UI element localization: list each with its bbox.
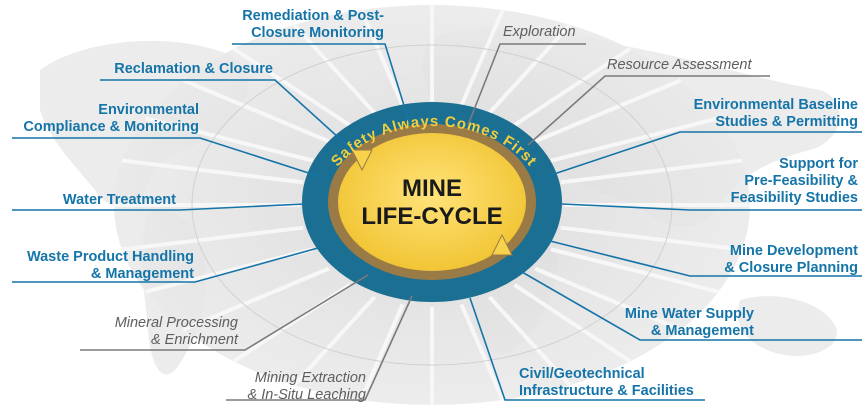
label-water-treatment: Water Treatment [62, 192, 176, 208]
center-title-line2: LIFE-CYCLE [361, 203, 502, 230]
disc-spoke [182, 78, 330, 144]
center-core [338, 133, 526, 271]
disc-spoke [121, 158, 304, 185]
label-reclamation: Reclamation & Closure [114, 61, 273, 77]
disc-spoke [359, 9, 405, 107]
label-mining-extraction: Mining Extraction & In-Situ Leaching [247, 370, 367, 403]
disc-spoke [359, 303, 405, 401]
disc-spoke [534, 78, 682, 144]
disc-spoke [459, 303, 505, 401]
label-exploration: Exploration [503, 24, 576, 40]
disc-spoke [550, 247, 719, 294]
disc-spoke [560, 225, 743, 252]
disc-spoke [487, 23, 572, 115]
label-feasibility: Support for Pre-Feasibility & Feasibilit… [730, 156, 858, 206]
label-civil-geotechnical: Civil/Geotechnical Infrastructure & Faci… [519, 366, 694, 399]
label-mineral-processing: Mineral Processing & Enrichment [114, 315, 238, 348]
label-mine-development: Mine Development & Closure Planning [724, 243, 858, 276]
label-remediation: Remediation & Post- Closure Monitoring [242, 8, 384, 41]
disc-spoke [292, 23, 377, 115]
segment-spokes [114, 5, 750, 405]
disc-spoke [232, 46, 351, 127]
disc-mid-ring [191, 44, 673, 366]
leader-lines [12, 43, 862, 401]
disc-spoke [292, 295, 377, 387]
disc-spoke [487, 295, 572, 387]
center-title-line1: MINE [402, 175, 462, 202]
disc-spoke [145, 116, 314, 163]
disc-spoke [560, 158, 743, 185]
label-resource-assessment: Resource Assessment [607, 57, 752, 73]
label-env-baseline: Environmental Baseline Studies & Permitt… [693, 97, 858, 130]
label-env-compliance: Environmental Compliance & Monitoring [23, 102, 199, 135]
disc-spoke [182, 266, 330, 332]
disc-spoke [513, 46, 632, 127]
label-water-supply: Mine Water Supply & Management [624, 306, 754, 339]
disc-spoke [459, 9, 505, 107]
label-waste-handling: Waste Product Handling & Management [26, 249, 194, 282]
disc-spoke [534, 266, 682, 332]
disc-spoke [550, 116, 719, 163]
disc-spoke [513, 283, 632, 364]
cycle-arrows-icon [351, 149, 513, 256]
disc-spoke [121, 225, 304, 252]
